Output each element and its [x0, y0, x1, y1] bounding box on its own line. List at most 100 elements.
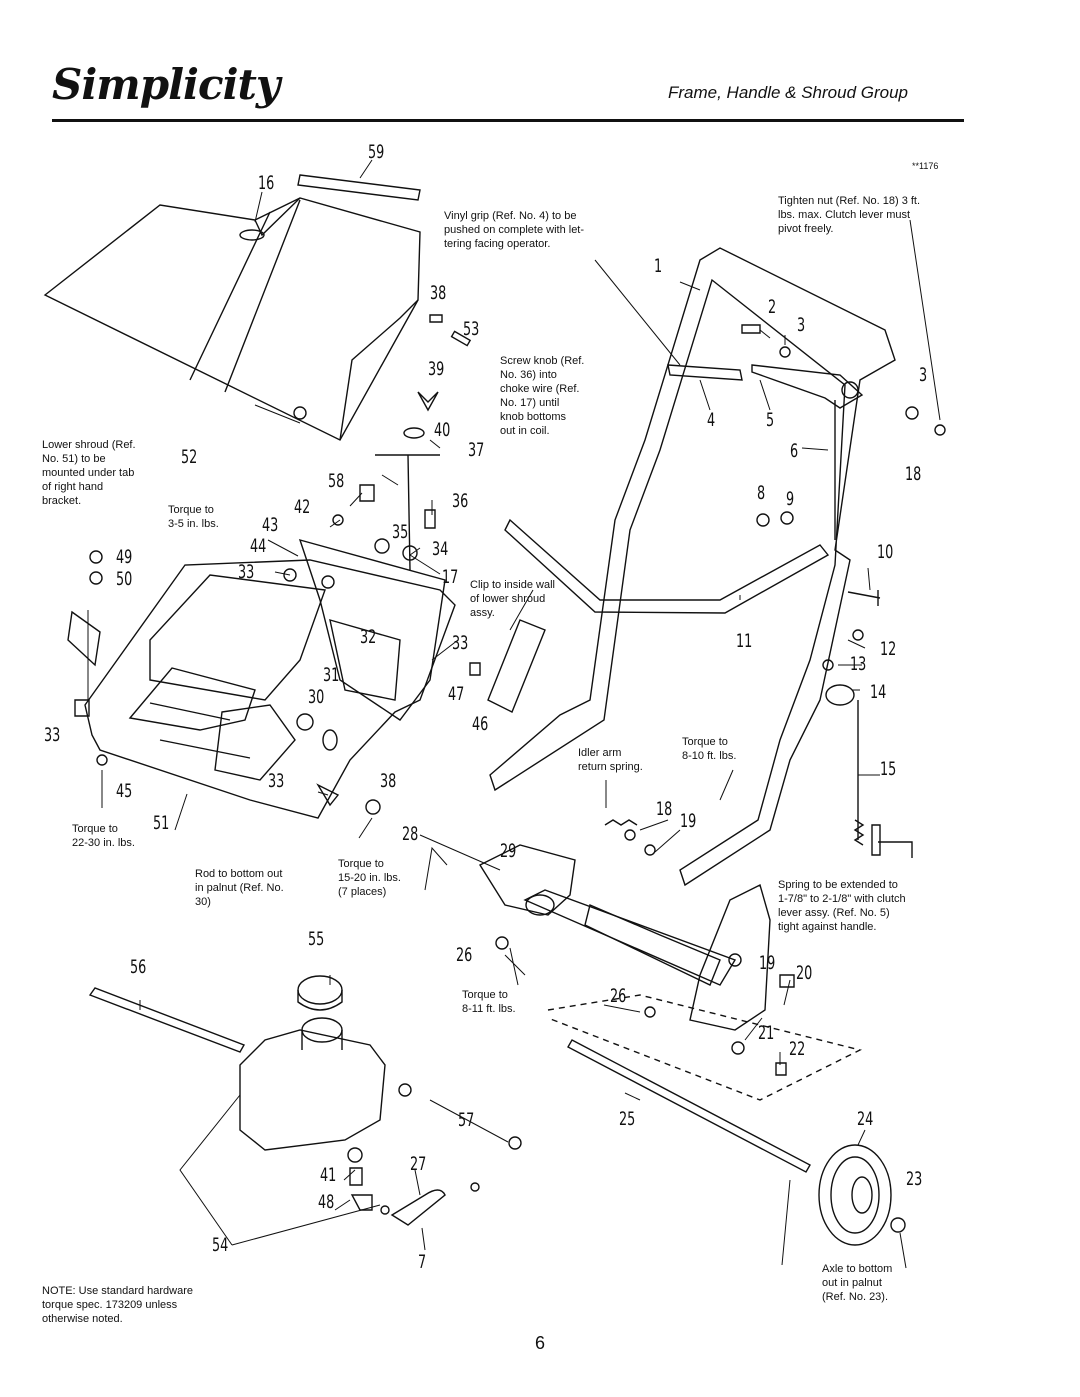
part-number-49: 49 [116, 546, 133, 568]
part-number-10: 10 [877, 541, 894, 563]
part-number-50: 50 [116, 568, 133, 590]
handle-strip [298, 175, 420, 200]
upper-shroud [45, 198, 420, 440]
brand-logo: Simplicity [52, 60, 280, 109]
part-number-33: 33 [452, 632, 469, 654]
fuel-cap [298, 976, 342, 1004]
part-number-55: 55 [308, 928, 325, 950]
header-rule [52, 119, 964, 122]
part-number-30: 30 [308, 686, 325, 708]
note-rod: Rod to bottom out in palnut (Ref. No. 30… [195, 868, 284, 908]
part-number-15: 15 [880, 758, 897, 780]
note-spring: Spring to be extended to 1-7/8" to 2-1/8… [778, 879, 906, 933]
part-number-35: 35 [392, 521, 409, 543]
fuel-tank [240, 1030, 385, 1150]
part-number-28: 28 [402, 823, 419, 845]
part-number-23: 23 [906, 1168, 923, 1190]
part-number-31: 31 [323, 664, 340, 686]
part-number-45: 45 [116, 780, 133, 802]
part-number-26: 26 [456, 944, 473, 966]
part-number-18: 18 [656, 798, 673, 820]
note-torque-3-5: Torque to 3-5 in. lbs. [168, 504, 219, 530]
axle-housing [480, 845, 575, 915]
wheel [819, 1145, 891, 1245]
part-number-12: 12 [880, 638, 897, 660]
part-number-34: 34 [432, 538, 449, 560]
part-number-51: 51 [153, 812, 170, 834]
part-number-8: 8 [757, 482, 766, 504]
note-hardware: NOTE: Use standard hardware torque spec.… [42, 1285, 194, 1325]
part-number-22: 22 [789, 1038, 806, 1060]
part-number-37: 37 [468, 439, 485, 461]
part-number-20: 20 [796, 962, 813, 984]
part-number-54: 54 [212, 1234, 229, 1256]
part-number-33: 33 [268, 770, 285, 792]
part-number-42: 42 [294, 496, 311, 518]
note-screw-knob: Screw knob (Ref. No. 36) into choke wire… [500, 355, 585, 437]
part-number-14: 14 [870, 681, 887, 703]
note-axle: Axle to bottom out in palnut (Ref. No. 2… [822, 1263, 893, 1303]
note-torque-8-11: Torque to 8-11 ft. lbs. [462, 989, 516, 1015]
part-number-33: 33 [44, 724, 61, 746]
choke-wire [375, 455, 440, 570]
part-number-17: 17 [442, 566, 459, 588]
part-number-40: 40 [434, 419, 451, 441]
part-number-3: 3 [797, 314, 806, 336]
part-number-2: 2 [768, 296, 777, 318]
part-number-19: 19 [680, 810, 697, 832]
note-idler-spring: Idler arm return spring. [578, 747, 643, 773]
note-torque-22-30: Torque to 22-30 in. lbs. [72, 823, 135, 849]
part-number-7: 7 [418, 1251, 427, 1273]
note-clip: Clip to inside wall of lower shroud assy… [470, 579, 555, 619]
part-number-48: 48 [318, 1191, 335, 1213]
part-number-1: 1 [654, 255, 663, 277]
part-number-59: 59 [368, 141, 385, 163]
filler-tube [90, 988, 244, 1052]
part-number-53: 53 [463, 318, 480, 340]
part-number-9: 9 [786, 488, 795, 510]
part-number-3: 3 [919, 364, 928, 386]
part-number-41: 41 [320, 1164, 337, 1186]
part-number-56: 56 [130, 956, 147, 978]
vinyl-grip [668, 365, 742, 380]
part-number-4: 4 [707, 409, 716, 431]
drawing-code: **1176 [912, 161, 939, 171]
part-number-21: 21 [758, 1022, 775, 1044]
part-number-18: 18 [905, 463, 922, 485]
part-number-25: 25 [619, 1108, 636, 1130]
part-number-52: 52 [181, 446, 198, 468]
part-number-43: 43 [262, 514, 279, 536]
note-vinyl-grip: Vinyl grip (Ref. No. 4) to be pushed on … [444, 210, 585, 250]
part-number-58: 58 [328, 470, 345, 492]
part-number-46: 46 [472, 713, 489, 735]
part-number-44: 44 [250, 535, 267, 557]
part-number-19: 19 [759, 952, 776, 974]
section-title: Frame, Handle & Shroud Group [668, 83, 909, 102]
clip [488, 620, 545, 712]
part-number-13: 13 [850, 653, 867, 675]
axle-rod [568, 1040, 810, 1172]
part-number-27: 27 [410, 1153, 427, 1175]
part-number-39: 39 [428, 358, 445, 380]
note-lower-shroud: Lower shroud (Ref. No. 51) to be mounted… [42, 439, 136, 507]
part-number-57: 57 [458, 1109, 475, 1131]
part-number-38: 38 [430, 282, 447, 304]
note-tighten-nut: Tighten nut (Ref. No. 18) 3 ft. lbs. max… [778, 195, 921, 235]
page-number: 6 [535, 1333, 546, 1353]
part-number-36: 36 [452, 490, 469, 512]
part-number-47: 47 [448, 683, 465, 705]
part-number-29: 29 [500, 840, 517, 862]
part-number-5: 5 [766, 409, 775, 431]
handle [490, 248, 895, 885]
part-number-33: 33 [238, 561, 255, 583]
lower-shroud [85, 560, 455, 818]
part-number-38: 38 [380, 770, 397, 792]
note-torque-15-20: Torque to 15-20 in. lbs. (7 places) [338, 858, 401, 898]
clutch-lever [752, 365, 862, 408]
part-number-11: 11 [736, 630, 753, 652]
part-number-24: 24 [857, 1108, 874, 1130]
note-torque-8-10: Torque to 8-10 ft. lbs. [682, 736, 737, 762]
part-number-26: 26 [610, 985, 627, 1007]
part-number-16: 16 [258, 172, 275, 194]
